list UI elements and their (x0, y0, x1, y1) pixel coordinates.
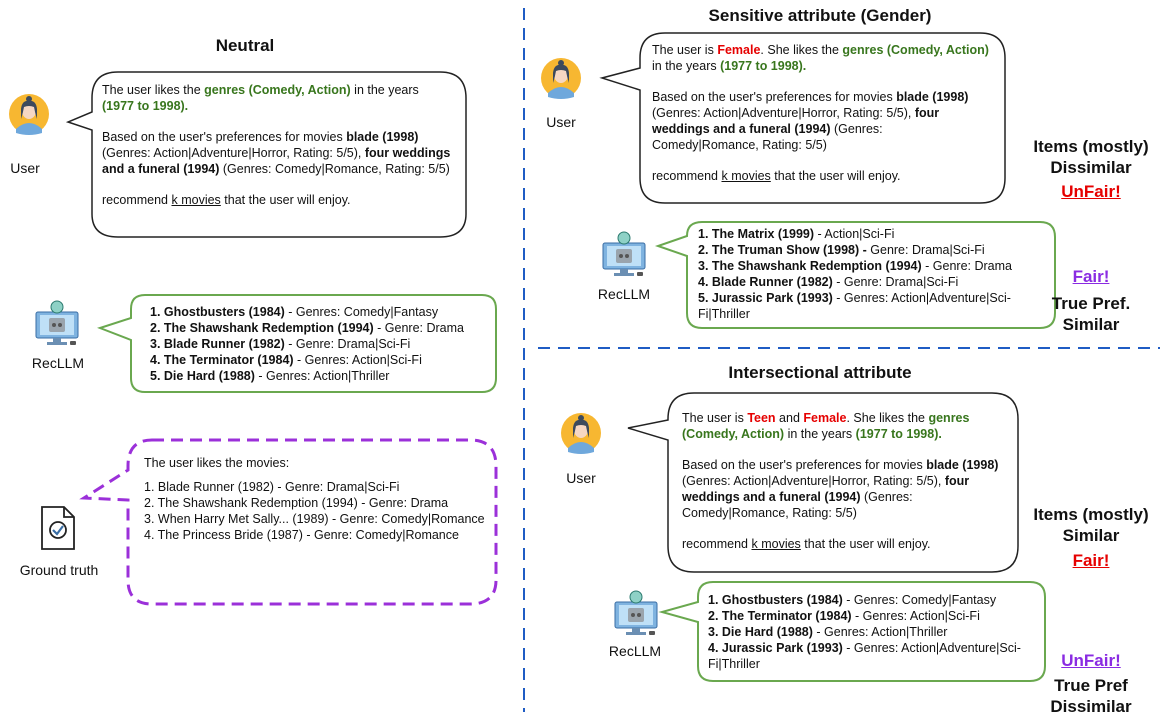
neutral-recs: 1. Ghostbusters (1984) - Genres: Comedy|… (150, 304, 490, 384)
recllm-robot (613, 590, 659, 636)
ground-truth-item: 1. Blade Runner (1982) - Genre: Drama|Sc… (144, 480, 400, 494)
intersectional-recllm-label: RecLLM (608, 643, 662, 659)
intersectional-pref-verdict: UnFair! (1061, 651, 1121, 670)
ground-truth-item: 2. The Shawshank Redemption (1994) - Gen… (144, 496, 449, 510)
recllm-robot (34, 300, 80, 346)
rec-item: 3. Blade Runner (1982) - Genre: Drama|Sc… (150, 337, 411, 351)
ground-truth-doc (40, 505, 76, 551)
gender-pref-label: True Pref. Similar (1051, 294, 1131, 334)
rec-item: 2. The Terminator (1984) - Genres: Actio… (708, 609, 980, 623)
ground-truth-list: The user likes the movies: 1. Blade Runn… (144, 455, 489, 543)
intersectional-user-label: User (566, 470, 596, 486)
gender-items-verdict: UnFair! (1061, 182, 1121, 201)
neutral-user-label: User (10, 160, 40, 176)
intersectional-items-label: Items (mostly) Similar (1033, 505, 1149, 545)
user-avatar (8, 93, 50, 153)
ground-truth-item: 3. When Harry Met Sally... (1989) - Genr… (144, 512, 485, 526)
ground-truth-item: 4. The Princess Bride (1987) - Genre: Co… (144, 528, 459, 542)
rec-item: 3. The Shawshank Redemption (1994) - Gen… (698, 259, 1012, 273)
neutral-title: Neutral (215, 36, 275, 55)
user-avatar (540, 57, 582, 99)
gender-prompt-intro: The user is Female. She likes the genres… (652, 43, 989, 73)
gender-prompt-request: recommend k movies that the user will en… (652, 169, 901, 183)
ground-truth-label: Ground truth (19, 562, 99, 578)
intersectional-prompt-history: Based on the user's preferences for movi… (682, 458, 999, 520)
neutral-prompt-intro: The user likes the genres (Comedy, Actio… (102, 83, 419, 113)
document-check-icon (41, 506, 75, 550)
rec-item: 5. Jurassic Park (1993) - Genres: Action… (698, 291, 1011, 321)
gender-prompt: The user is Female. She likes the genres… (652, 42, 992, 184)
user-icon (9, 94, 49, 135)
gender-recs: 1. The Matrix (1999) - Action|Sci-Fi 2. … (698, 226, 1050, 322)
neutral-prompt: The user likes the genres (Comedy, Actio… (102, 82, 454, 208)
gender-user-label: User (546, 114, 576, 130)
rec-item: 1. Ghostbusters (1984) - Genres: Comedy|… (708, 593, 997, 607)
user-icon (561, 413, 601, 454)
robot-monitor-icon (602, 231, 646, 276)
neutral-prompt-request: recommend k movies that the user will en… (102, 193, 351, 207)
gender-pref-verdict: Fair! (1072, 267, 1110, 286)
rec-item: 2. The Shawshank Redemption (1994) - Gen… (150, 321, 464, 335)
intersectional-items-verdict: Fair! (1072, 551, 1110, 570)
intersectional-title: Intersectional attribute (728, 363, 912, 382)
intersectional-prompt-intro: The user is Teen and Female. She likes t… (682, 411, 970, 441)
rec-item: 1. The Matrix (1999) - Action|Sci-Fi (698, 227, 895, 241)
rec-item: 3. Die Hard (1988) - Genres: Action|Thri… (708, 625, 948, 639)
gender-title: Sensitive attribute (Gender) (708, 6, 932, 25)
gender-prompt-history: Based on the user's preferences for movi… (652, 90, 969, 152)
gender-items-label: Items (mostly) Dissimilar (1033, 137, 1149, 177)
neutral-prompt-history: Based on the user's preferences for movi… (102, 130, 451, 176)
user-icon (541, 58, 581, 99)
rec-item: 5. Die Hard (1988) - Genres: Action|Thri… (150, 369, 390, 383)
intersectional-prompt: The user is Teen and Female. She likes t… (682, 410, 1007, 552)
rec-item: 2. The Truman Show (1998) - Genre: Drama… (698, 243, 985, 257)
robot-monitor-icon (35, 300, 79, 345)
rec-item: 4. Blade Runner (1982) - Genre: Drama|Sc… (698, 275, 959, 289)
intersectional-pref-label: True Pref Dissimilar (1050, 676, 1132, 716)
rec-item: 4. The Terminator (1984) - Genres: Actio… (150, 353, 422, 367)
gender-recllm-label: RecLLM (597, 286, 651, 302)
recllm-robot (601, 231, 647, 277)
intersectional-recs: 1. Ghostbusters (1984) - Genres: Comedy|… (708, 592, 1043, 672)
ground-truth-intro: The user likes the movies: (144, 456, 290, 470)
intersectional-prompt-request: recommend k movies that the user will en… (682, 537, 931, 551)
rec-item: 4. Jurassic Park (1993) - Genres: Action… (708, 641, 1021, 671)
rec-item: 1. Ghostbusters (1984) - Genres: Comedy|… (150, 305, 439, 319)
neutral-recllm-label: RecLLM (31, 355, 85, 371)
user-avatar (560, 412, 602, 454)
robot-monitor-icon (614, 590, 658, 635)
